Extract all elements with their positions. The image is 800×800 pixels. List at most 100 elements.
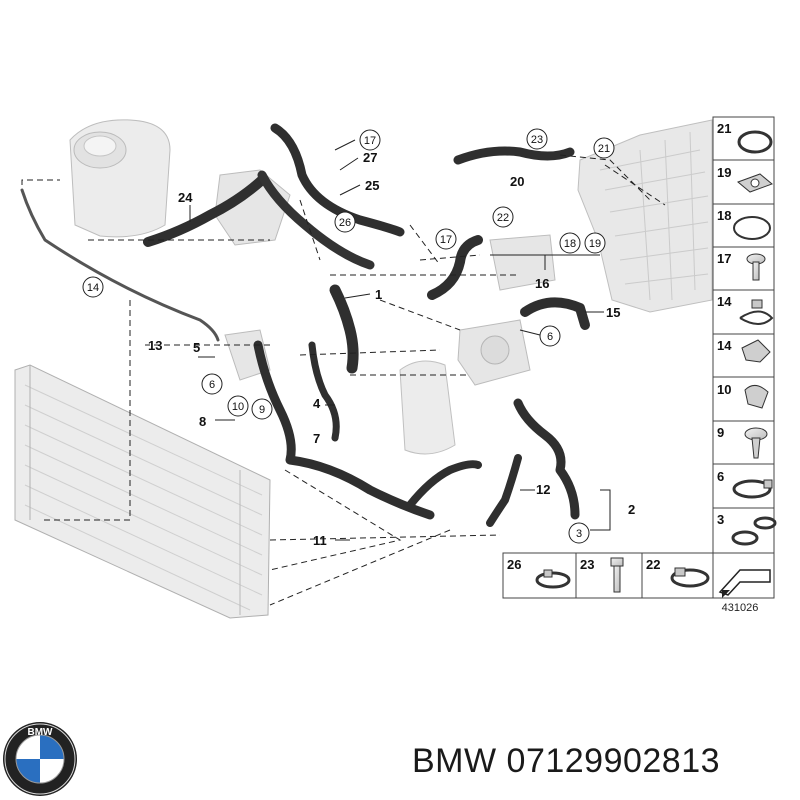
legend-label-22: 22 bbox=[646, 557, 660, 572]
worm-clamp-icon bbox=[670, 567, 710, 588]
callout-15: 15 bbox=[606, 305, 620, 320]
hose-clamp-icon-26 bbox=[535, 569, 571, 589]
hose-7b bbox=[406, 460, 482, 509]
clip-icon bbox=[741, 339, 771, 363]
svg-text:19: 19 bbox=[589, 238, 601, 250]
svg-text:17: 17 bbox=[364, 135, 376, 147]
direction-arrow-icon bbox=[718, 569, 771, 598]
legend-label-26: 26 bbox=[507, 557, 521, 572]
solid-leaders bbox=[189, 139, 611, 541]
svg-text:6: 6 bbox=[209, 379, 215, 391]
legend-label-21: 21 bbox=[717, 121, 731, 136]
push-rivet-icon bbox=[744, 427, 768, 459]
svg-text:3: 3 bbox=[576, 528, 582, 540]
callout-26a: 26 bbox=[334, 211, 356, 233]
callout-21a: 21 bbox=[593, 137, 615, 159]
screw-icon bbox=[746, 253, 766, 281]
bmw-logo: BMW bbox=[3, 722, 77, 796]
legend-label-9: 9 bbox=[717, 425, 724, 440]
legend-panel-bottom: 26 23 22 bbox=[502, 552, 775, 599]
callout-8: 8 bbox=[199, 414, 206, 429]
callout-13: 13 bbox=[148, 338, 162, 353]
hose-2 bbox=[513, 398, 580, 520]
legend-label-6: 6 bbox=[717, 469, 724, 484]
callout-20: 20 bbox=[510, 174, 524, 189]
callout-17b: 17 bbox=[435, 228, 457, 250]
legend-label-3: 3 bbox=[717, 512, 724, 527]
legend-label-10: 10 bbox=[717, 382, 731, 397]
svg-text:BMW: BMW bbox=[28, 727, 54, 738]
callout-23a: 23 bbox=[526, 128, 548, 150]
callout-1: 1 bbox=[375, 287, 382, 302]
svg-text:21: 21 bbox=[598, 143, 610, 155]
thermostat-housing bbox=[489, 234, 556, 291]
expansion-tank bbox=[69, 119, 171, 238]
hose-15 bbox=[520, 297, 590, 330]
svg-text:22: 22 bbox=[497, 212, 509, 224]
hose-clamp-pair-icon bbox=[731, 516, 777, 546]
callout-18a: 18 bbox=[559, 232, 581, 254]
svg-text:6: 6 bbox=[547, 331, 553, 343]
callout-5: 5 bbox=[193, 340, 200, 355]
svg-text:10: 10 bbox=[232, 401, 244, 413]
engine-block bbox=[577, 119, 713, 313]
callout-16: 16 bbox=[535, 276, 549, 291]
hoses bbox=[20, 123, 590, 527]
callout-labels: 24 25 27 20 16 15 1 13 5 8 4 7 12 2 11 bbox=[148, 150, 635, 548]
legend-label-19: 19 bbox=[717, 165, 731, 180]
callout-6a: 6 bbox=[539, 325, 561, 347]
callout-22a: 22 bbox=[492, 206, 514, 228]
gasket-icon bbox=[737, 173, 773, 193]
o-ring-icon bbox=[737, 130, 773, 154]
hose-4 bbox=[308, 341, 340, 442]
legend-panel-right: 21 19 18 17 14 14 10 9 6 3 bbox=[712, 116, 777, 554]
callout-14a: 14 bbox=[82, 276, 104, 298]
radiator bbox=[14, 364, 271, 619]
hose-24 bbox=[143, 175, 267, 247]
callout-27: 27 bbox=[363, 150, 377, 165]
svg-text:9: 9 bbox=[259, 404, 265, 416]
hose-25 bbox=[270, 123, 405, 237]
hose-16 bbox=[427, 235, 483, 300]
secondary-tank bbox=[399, 360, 456, 455]
seal-ring-icon bbox=[733, 216, 771, 240]
svg-text:26: 26 bbox=[339, 217, 351, 229]
callout-25: 25 bbox=[365, 178, 379, 193]
hose-12 bbox=[486, 454, 522, 527]
hose-clamp-icon bbox=[732, 479, 773, 499]
bolt-icon bbox=[610, 557, 624, 593]
callout-9a: 9 bbox=[251, 398, 273, 420]
legend-label-23: 23 bbox=[580, 557, 594, 572]
callout-24: 24 bbox=[178, 190, 193, 205]
diagram-id: 431026 bbox=[722, 602, 759, 614]
circled-callouts: 17 26 23 21 22 17 18 19 14 6 6 10 9 3 bbox=[82, 128, 615, 544]
leader-lines bbox=[21, 154, 666, 606]
callout-3a: 3 bbox=[568, 522, 590, 544]
svg-text:17: 17 bbox=[440, 234, 452, 246]
part-number-caption: BMW 07129902813 bbox=[412, 742, 721, 780]
hose-13 bbox=[20, 188, 220, 342]
callout-10a: 10 bbox=[227, 395, 249, 417]
callout-6b: 6 bbox=[201, 373, 223, 395]
clamp-icon bbox=[739, 299, 774, 325]
clip-icon-10 bbox=[744, 385, 769, 409]
hose-20 bbox=[453, 146, 575, 165]
water-pump bbox=[457, 319, 531, 386]
legend-label-17: 17 bbox=[717, 251, 731, 266]
callout-12: 12 bbox=[536, 482, 550, 497]
hose-7 bbox=[253, 340, 435, 520]
legend-label-14a: 14 bbox=[717, 294, 732, 309]
svg-text:18: 18 bbox=[564, 238, 576, 250]
svg-text:23: 23 bbox=[531, 134, 543, 146]
legend-label-18: 18 bbox=[717, 208, 731, 223]
callout-19a: 19 bbox=[584, 232, 606, 254]
callout-2: 2 bbox=[628, 502, 635, 517]
hose-1 bbox=[329, 284, 359, 374]
callout-17a: 17 bbox=[359, 129, 381, 151]
hose-upper-cross bbox=[257, 170, 375, 270]
svg-text:14: 14 bbox=[87, 282, 99, 294]
legend-label-14b: 14 bbox=[717, 338, 732, 353]
callout-11: 11 bbox=[313, 533, 327, 548]
callout-7: 7 bbox=[313, 431, 320, 446]
